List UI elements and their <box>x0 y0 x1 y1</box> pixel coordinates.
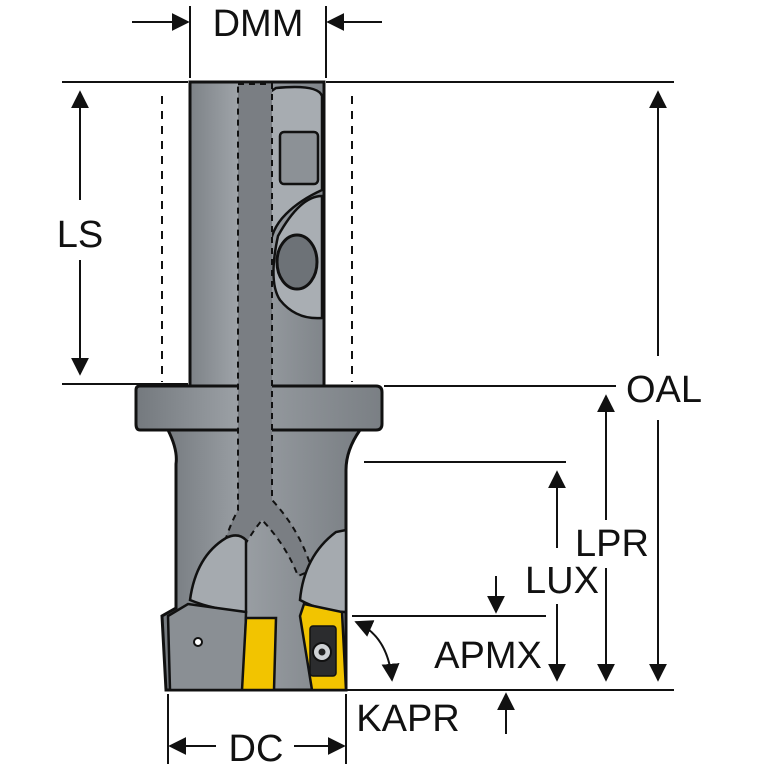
insert-front <box>240 616 278 692</box>
label-lux: LUX <box>525 560 599 602</box>
label-lpr: LPR <box>575 523 649 565</box>
label-ls: LS <box>57 214 103 256</box>
insert-clamp-screw-center <box>318 648 326 656</box>
label-kapr: KAPR <box>356 698 459 740</box>
label-dc: DC <box>229 728 284 767</box>
label-apmx: APMX <box>434 635 542 677</box>
insert-seat-left <box>166 602 248 692</box>
screw-hole <box>193 637 203 647</box>
dimension-lines <box>62 6 674 764</box>
shank-flat-hole <box>275 233 319 291</box>
label-dmm: DMM <box>213 3 304 45</box>
shank-flat-pocket <box>278 130 320 186</box>
label-oal: OAL <box>626 369 702 411</box>
tool-body <box>134 80 384 692</box>
shank-extension-lines <box>161 96 353 382</box>
